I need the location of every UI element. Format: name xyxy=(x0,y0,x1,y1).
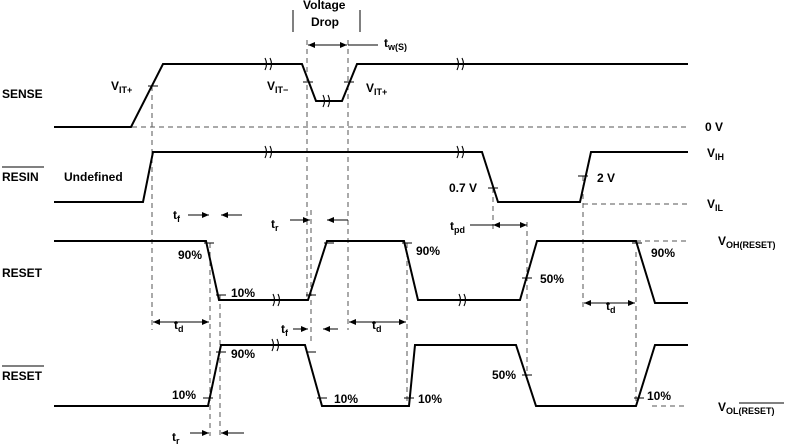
signal-labels: SENSE RESIN RESET RESET Undefined xyxy=(2,87,123,383)
break-mark-resin-1 xyxy=(264,145,273,159)
tr2-arrowhead-right xyxy=(221,430,228,436)
tr2-arrowhead-left xyxy=(202,430,209,436)
sense-waveform xyxy=(54,63,688,128)
reset-50-label: 50% xyxy=(540,272,564,286)
reset-bar-waveform xyxy=(54,344,688,407)
vil-label: VIL xyxy=(707,197,724,213)
voltage-drop-label-line2: Drop xyxy=(311,15,339,29)
tpd-arrowheads xyxy=(493,222,527,228)
undefined-label: Undefined xyxy=(64,170,123,184)
vol-label: VOL(RESET) xyxy=(718,400,775,416)
reset-bar-10-label: 10% xyxy=(172,388,196,402)
tpd-label: tpd xyxy=(450,219,465,235)
reset-bar-90-label: 90% xyxy=(231,347,255,361)
vih-label: VIH xyxy=(707,146,724,162)
tr-arrowhead-right xyxy=(327,217,334,223)
td-label-3: td xyxy=(606,299,616,315)
voh-label: VOH(RESET) xyxy=(718,234,776,250)
tr-label-2: tr xyxy=(172,430,180,444)
vit-minus-label: VIT− xyxy=(267,79,288,95)
tws-label: tw(S) xyxy=(384,36,407,52)
voltage-drop-label-line1: Voltage xyxy=(303,0,346,12)
resin-0-7v-label: 0.7 V xyxy=(449,181,477,195)
reference-lines xyxy=(132,40,688,436)
resin-2v-label: 2 V xyxy=(597,171,615,185)
reset-10-label: 10% xyxy=(231,286,255,300)
vit-plus-label-2: VIT+ xyxy=(366,81,387,97)
tf-arrowhead-left xyxy=(202,212,209,218)
reset-bar-rise-10-label: 10% xyxy=(418,392,442,406)
reset-bar-50-label: 50% xyxy=(492,368,516,382)
reset-fall-90-label: 90% xyxy=(416,244,440,258)
tr-label: tr xyxy=(271,217,279,233)
tf-arrowhead-right xyxy=(221,212,228,218)
td-label-1: td xyxy=(174,318,184,334)
sense-label: SENSE xyxy=(2,87,43,101)
break-mark-sense-3 xyxy=(322,94,331,108)
vit-plus-label: VIT+ xyxy=(111,79,132,95)
tf-label: tf xyxy=(173,208,181,224)
zero-volt-label: 0 V xyxy=(705,120,723,134)
break-mark-reset-2 xyxy=(458,293,467,307)
break-marks xyxy=(264,57,467,352)
break-mark-sense-1 xyxy=(264,57,273,71)
tf2-arrowhead-left xyxy=(301,326,308,332)
td-arrowheads-1 xyxy=(153,319,209,325)
break-mark-sense-2 xyxy=(456,57,465,71)
reset-bar-label: RESET xyxy=(2,369,43,383)
break-mark-reset-1 xyxy=(272,293,281,307)
resin-label: RESIN xyxy=(2,170,39,184)
tf-label-2: tf xyxy=(281,322,289,338)
td-label-2: td xyxy=(372,318,382,334)
tr-arrowhead-left xyxy=(303,217,310,223)
reset-label: RESET xyxy=(2,266,43,280)
tf2-arrowhead-right xyxy=(323,326,330,332)
break-mark-reset-bar-1 xyxy=(271,338,280,352)
timing-arrows xyxy=(153,10,635,436)
resin-waveform xyxy=(54,151,688,203)
reset-bar-fall-10-label: 10% xyxy=(334,392,358,406)
td-arrowheads-2 xyxy=(349,319,406,325)
reset-90-label: 90% xyxy=(178,248,202,262)
reset-last-90-label: 90% xyxy=(651,246,675,260)
reset-waveform xyxy=(54,240,688,304)
threshold-ticks xyxy=(148,81,644,399)
reset-bar-last-10-label: 10% xyxy=(647,389,671,403)
break-mark-resin-2 xyxy=(456,145,465,159)
waveforms xyxy=(54,63,688,407)
